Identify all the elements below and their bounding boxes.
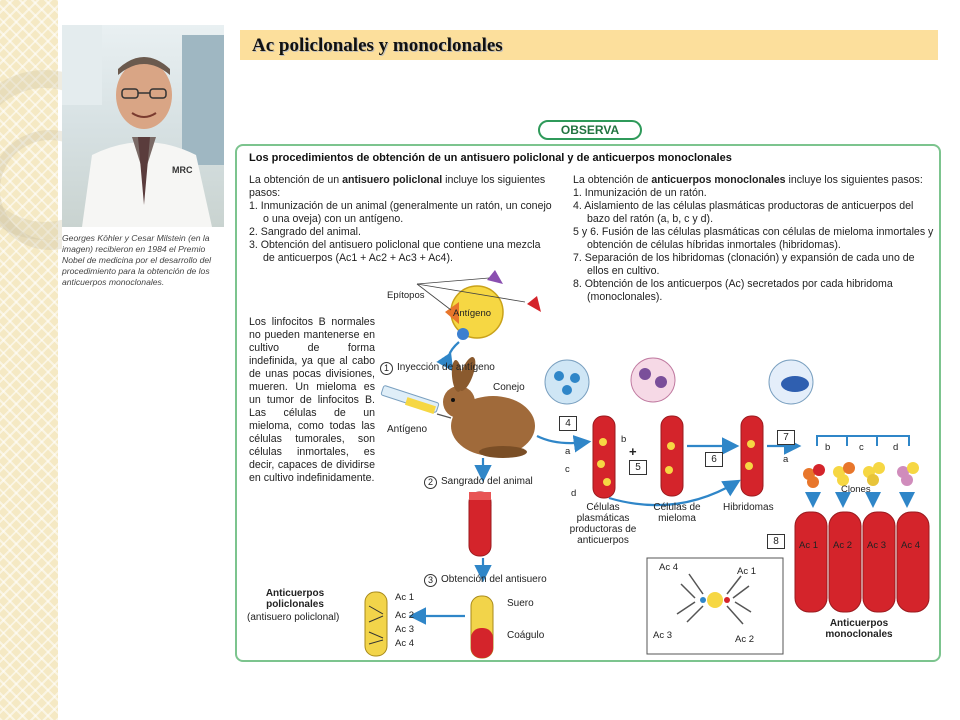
plasma-cells-label: Células plasmáticas productoras de antic…: [561, 502, 645, 546]
scientist-photo: MRC: [62, 25, 224, 227]
polyclonal-antiserum-label: (antisuero policlonal): [247, 612, 343, 623]
monoclonal-antibodies-label: Anticuerpos monoclonales: [809, 618, 909, 640]
blood-tube: [469, 492, 491, 556]
box-ac-label: Ac 1: [737, 566, 756, 577]
cell-letter: a: [565, 446, 570, 457]
clone-letter: a: [783, 454, 788, 465]
myeloma-cells-magnified: [631, 358, 675, 402]
clone-letter: d: [893, 442, 898, 453]
scientist-illustration: [62, 25, 224, 227]
step-box: 5: [629, 460, 647, 475]
figure-frame: Los procedimientos de obtención de un an…: [235, 144, 941, 662]
box-ac-label: Ac 3: [653, 630, 672, 641]
hybridoma-magnified: [769, 360, 813, 404]
syringe-graphic: [381, 385, 451, 418]
antiserum-label: Obtención del antisuero: [441, 574, 547, 585]
cell-letter: d: [571, 488, 576, 499]
step-number: 3: [424, 574, 437, 587]
step-number: 2: [424, 476, 437, 489]
myeloma-cells-label: Células de mieloma: [647, 502, 707, 524]
ac-label: Ac 1: [395, 592, 414, 603]
epitopes-label: Epítopos: [387, 290, 425, 301]
polyclonal-tube: [365, 592, 387, 656]
photo-block: MRC Georges Köhler y Cesar Milstein (en …: [62, 25, 224, 295]
serum-tube: [471, 596, 493, 658]
step-box: 8: [767, 534, 785, 549]
plus-sign: +: [629, 444, 637, 459]
ac-label: Ac 3: [395, 624, 414, 635]
tube-ac-label: Ac 4: [901, 540, 920, 551]
polyclonal-antibodies-label: Anticuerpos policlonales: [247, 588, 343, 610]
hybridoma-tube: [741, 416, 763, 496]
tube-ac-label: Ac 1: [799, 540, 818, 551]
hybridomas-label: Hibridomas: [723, 502, 774, 513]
clot-label: Coágulo: [507, 630, 544, 641]
figure: Los procedimientos de obtención de un an…: [232, 108, 944, 664]
clone-letter: b: [825, 442, 830, 453]
slide-title: Ac policlonales y monoclonales: [252, 35, 503, 57]
tube-ac-label: Ac 2: [833, 540, 852, 551]
antigen-label: Antígeno: [453, 308, 491, 319]
decorative-left-strip: [0, 0, 58, 720]
slide-title-bar: Ac policlonales y monoclonales: [240, 30, 938, 60]
step-box: 4: [559, 416, 577, 431]
step-number: 1: [380, 362, 393, 375]
clone-letter: c: [859, 442, 864, 453]
box-ac-label: Ac 4: [659, 562, 678, 573]
antigen-graphic: [417, 270, 541, 340]
ac-label: Ac 2: [395, 610, 414, 621]
clones-label: Clones: [841, 484, 871, 495]
cell-letter: c: [565, 464, 570, 475]
tube-ac-label: Ac 3: [867, 540, 886, 551]
step-box: 6: [705, 452, 723, 467]
observa-badge: OBSERVA: [538, 120, 642, 140]
bleeding-label: Sangrado del animal: [441, 476, 533, 487]
plasma-cell-tube: [593, 416, 615, 498]
monoclonal-tubes: [795, 512, 929, 612]
procedure-diagram: [237, 146, 943, 664]
photo-caption: Georges Köhler y Cesar Milstein (en la i…: [62, 233, 224, 288]
step-box: 7: [777, 430, 795, 445]
serum-label: Suero: [507, 598, 534, 609]
plasma-cells-magnified: [545, 360, 589, 404]
syringe-antigen-label: Antígeno: [387, 424, 427, 435]
box-ac-label: Ac 2: [735, 634, 754, 645]
cell-letter: b: [621, 434, 626, 445]
rabbit-label: Conejo: [493, 382, 525, 393]
ac-label: Ac 4: [395, 638, 414, 649]
flow-arrow: [537, 436, 587, 443]
photo-badge: MRC: [172, 165, 193, 175]
myeloma-tube: [661, 416, 683, 496]
injection-label: Inyección de antígeno: [397, 362, 495, 373]
